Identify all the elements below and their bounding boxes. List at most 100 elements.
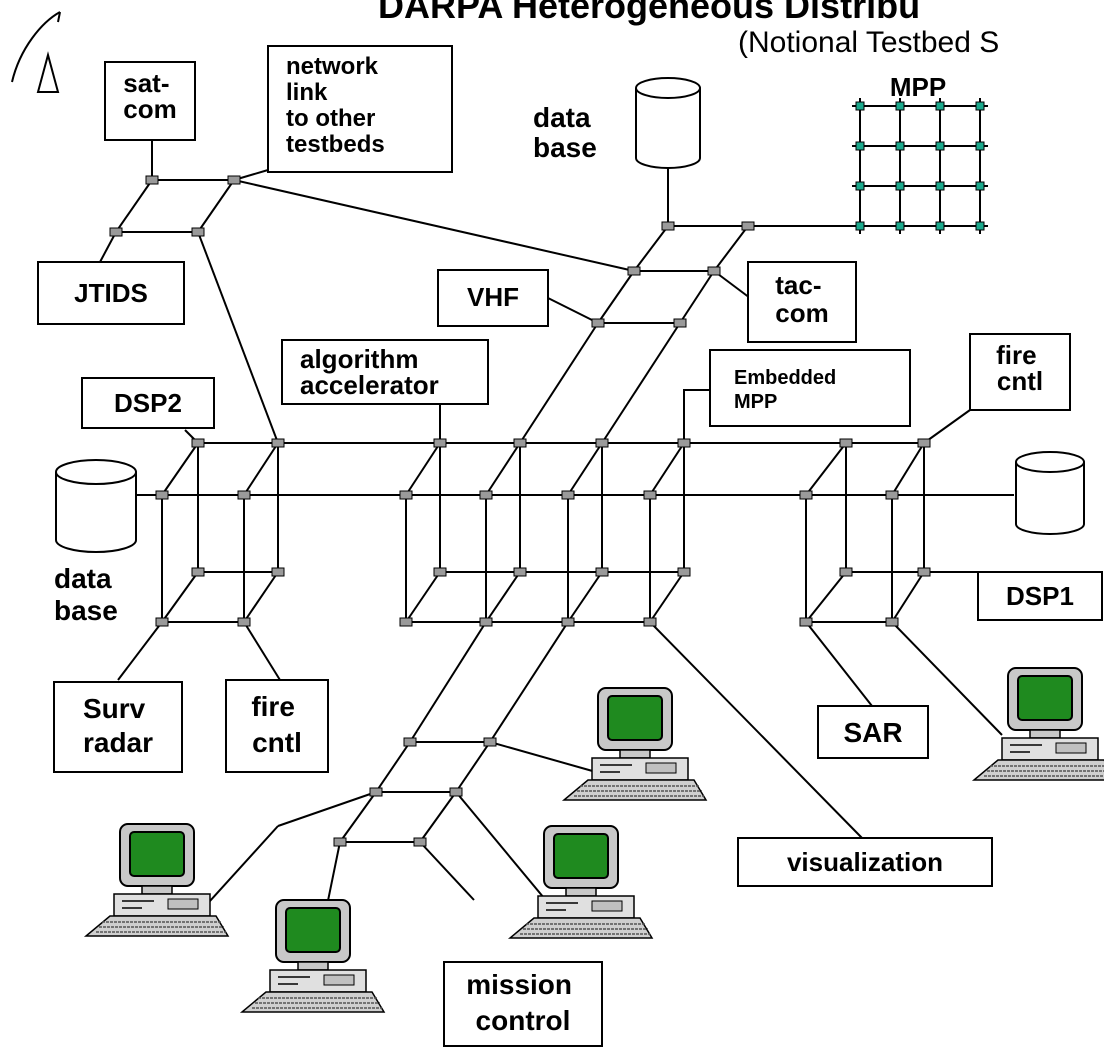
- switch-node: [661, 221, 675, 231]
- mpp-node: [975, 221, 985, 231]
- mpp-node: [935, 181, 945, 191]
- netlink-line3: to other: [286, 105, 375, 132]
- switch-node: [399, 490, 413, 500]
- database-top-label: data base: [533, 102, 598, 163]
- switch-node: [155, 490, 169, 500]
- survradar-line1: Surv: [83, 693, 146, 724]
- switch-node: [155, 617, 169, 627]
- mpp-node: [895, 181, 905, 191]
- sar-label: SAR: [843, 717, 902, 748]
- workstation-computer-icon: [561, 687, 708, 801]
- switch-node: [109, 227, 123, 237]
- embedded-mpp-box: Embedded MPP: [709, 349, 911, 427]
- mpp-node: [975, 181, 985, 191]
- svg-text:Surv radar: Surv radar: [83, 693, 153, 758]
- mpp-node: [855, 141, 865, 151]
- switch-node: [413, 837, 427, 847]
- svg-text:Embedded MPP: Embedded MPP: [734, 367, 842, 413]
- switch-node: [839, 438, 853, 448]
- switch-node: [595, 567, 609, 577]
- switch-node: [707, 266, 721, 276]
- mpp-node: [895, 221, 905, 231]
- switch-node: [191, 227, 205, 237]
- vhf-box: VHF: [437, 269, 549, 327]
- jtids-box: JTIDS: [37, 261, 185, 325]
- title-text: DARPA Heterogeneous Distribu: [378, 0, 920, 26]
- switch-node: [917, 567, 931, 577]
- mpp-node: [895, 101, 905, 111]
- dsp2-label: DSP2: [114, 388, 182, 418]
- subtitle-text: (Notional Testbed S: [738, 26, 999, 59]
- switch-node: [561, 617, 575, 627]
- mpp-node: [975, 141, 985, 151]
- switch-node: [399, 617, 413, 627]
- switch-node: [403, 737, 417, 747]
- workstations: [83, 667, 1104, 1013]
- survradar-line2: radar: [83, 727, 153, 758]
- netlink-line4: testbeds: [286, 131, 385, 158]
- netlink-line1: network: [286, 53, 379, 80]
- netlink-line2: link: [286, 79, 328, 106]
- algo-line1: algorithm: [300, 344, 418, 374]
- jtids-label: JTIDS: [74, 278, 148, 308]
- switch-node: [885, 490, 899, 500]
- workstation-computer-icon: [507, 825, 654, 939]
- firecntl-left-line2: cntl: [252, 727, 302, 758]
- switch-node: [595, 438, 609, 448]
- switch-node: [433, 438, 447, 448]
- embedded-line1: Embedded: [734, 367, 836, 389]
- taccom-line1: tac-: [775, 270, 821, 300]
- mission-line1: mission: [466, 969, 572, 1000]
- database-top-cylinder: [635, 77, 701, 169]
- switch-node: [369, 787, 383, 797]
- switch-node: [271, 567, 285, 577]
- switch-node: [479, 490, 493, 500]
- switch-node: [237, 617, 251, 627]
- dsp1-box: DSP1: [977, 571, 1103, 621]
- switch-node: [643, 490, 657, 500]
- network-link-box: network link to other testbeds: [267, 45, 453, 173]
- mpp-node: [895, 141, 905, 151]
- switch-node: [839, 567, 853, 577]
- switch-nodes: [109, 175, 931, 847]
- taccom-box: tac- com: [747, 261, 857, 343]
- mission-line2: control: [476, 1005, 571, 1036]
- mpp-node: [855, 181, 865, 191]
- mpp-node: [935, 141, 945, 151]
- satcom-box: sat- com: [104, 61, 196, 141]
- mpp-node: [935, 221, 945, 231]
- firecntl-left-line1: fire: [251, 691, 295, 722]
- database-left-label: data base: [54, 563, 119, 626]
- mpp-grid: [852, 98, 988, 234]
- mission-control-box: mission control: [443, 961, 603, 1047]
- database-left-cylinder: [55, 459, 137, 553]
- taccom-line2: com: [775, 298, 828, 328]
- svg-text:sat- com: sat- com: [123, 68, 176, 124]
- switch-node: [741, 221, 755, 231]
- workstation-computer-icon: [83, 823, 230, 937]
- switch-node: [513, 438, 527, 448]
- database-right-cylinder: [1015, 451, 1085, 535]
- switch-node: [145, 175, 159, 185]
- algorithm-accelerator-box: algorithm accelerator: [281, 339, 489, 405]
- switch-node: [271, 438, 285, 448]
- mpp-node: [975, 101, 985, 111]
- switch-node: [513, 567, 527, 577]
- fire-control-right-box: fire cntl: [969, 333, 1071, 411]
- switch-node: [799, 490, 813, 500]
- dsp2-box: DSP2: [81, 377, 215, 429]
- switch-node: [333, 837, 347, 847]
- switch-node: [643, 617, 657, 627]
- svg-text:fire cntl: fire cntl: [251, 691, 302, 758]
- switch-node: [799, 617, 813, 627]
- visualization-label: visualization: [787, 847, 943, 877]
- workstation-computer-icon: [971, 667, 1104, 781]
- svg-text:mission control: mission control: [466, 969, 580, 1036]
- mpp-node: [855, 221, 865, 231]
- visualization-box: visualization: [737, 837, 993, 887]
- mpp-node: [855, 101, 865, 111]
- workstation-computer-icon: [239, 899, 386, 1013]
- switch-node: [673, 318, 687, 328]
- svg-text:network link to ot: network link to other testbeds: [286, 53, 385, 158]
